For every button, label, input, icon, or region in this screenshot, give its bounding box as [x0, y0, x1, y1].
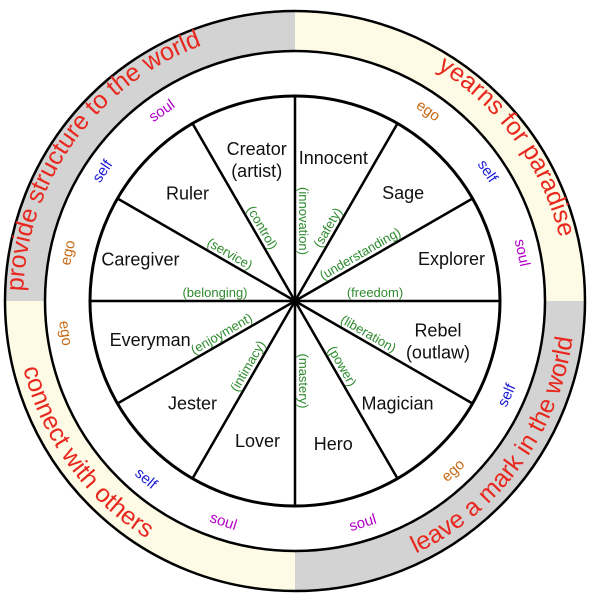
ring-word-ego: ego [57, 239, 79, 267]
archetype-label: Ruler [166, 184, 209, 204]
archetype-label: Hero [314, 434, 353, 454]
ring-word-ego: ego [55, 320, 75, 347]
archetype-label: Everyman [110, 330, 191, 350]
trait-label: (belonging) [182, 285, 247, 300]
wheel-spoke [191, 122, 297, 302]
wheel-spoke [116, 299, 296, 405]
outer-circle [3, 9, 587, 593]
archetype-label: Caregiver [101, 250, 179, 270]
trait-label: (mastery) [296, 354, 311, 409]
archetype-label: Creator(artist) [227, 139, 287, 181]
wheel-spoke [293, 300, 399, 480]
trait-label: (freedom) [347, 285, 403, 300]
archetype-label: Lover [235, 431, 280, 451]
archetype-label: Sage [382, 183, 424, 203]
ring-word-soul: soul [511, 238, 533, 268]
trait-label: (innovation) [296, 187, 311, 255]
archetype-label: Jester [168, 394, 217, 414]
archetype-label: Magician [362, 394, 434, 414]
archetype-label: Innocent [299, 148, 368, 168]
wheel-spoke [293, 122, 399, 302]
wheel-spoke [294, 299, 474, 405]
archetype-label: Explorer [418, 249, 485, 269]
wheel-spoke [191, 300, 297, 480]
wheel-spoke [294, 197, 474, 303]
archetype-label: Rebel(outlaw) [406, 320, 470, 362]
wheel-spoke [116, 197, 296, 303]
